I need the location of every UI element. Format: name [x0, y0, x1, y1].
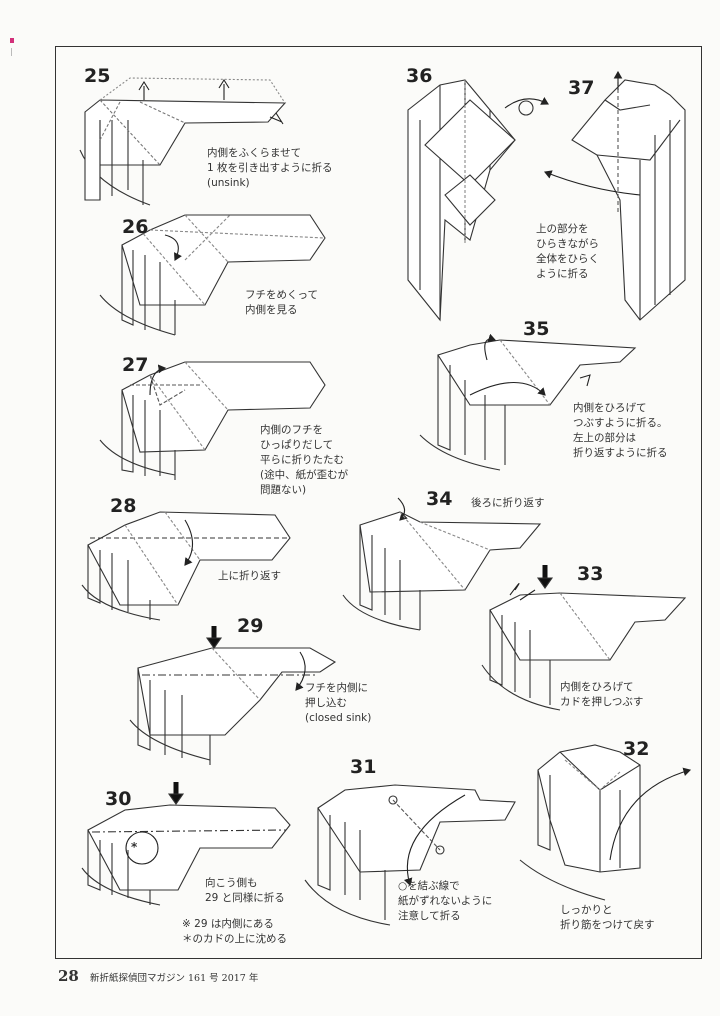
step-30-figure — [81, 782, 291, 906]
page-footer: 28 新折紙探偵団マガジン 161 号 2017 年 — [58, 966, 258, 985]
step-25-figure — [79, 77, 287, 206]
instruction-25: 内側をふくらませて 1 枚を引き出すように折る (unsink) — [207, 147, 333, 189]
instruction-37: 上の部分を ひらきながら 全体をひらく ように折る — [536, 223, 599, 280]
instruction-27: 内側のフチを ひっぱりだして 平らに折りたたむ (途中、紙が歪むが 問題ない) — [260, 424, 349, 496]
step-31-figure — [304, 784, 516, 926]
corner-tick — [11, 48, 12, 56]
step-number-26: 26 — [122, 216, 149, 238]
step-number-37: 37 — [568, 77, 595, 99]
instruction-31: ○を結ぶ線で 紙がずれないように 注意して折る — [398, 880, 493, 922]
step-28-figure — [81, 511, 291, 621]
instruction-33: 内側をひろげて カドを押しつぶす — [560, 681, 644, 708]
step-number-25: 25 — [84, 65, 111, 87]
step-32-figure — [519, 744, 692, 901]
instruction-29: フチを内側に 押し込む (closed sink) — [305, 682, 372, 724]
step-number-29: 29 — [237, 615, 264, 637]
instruction-35: 内側をひろげて つぶすように折る。 左上の部分は 折り返すように折る — [573, 402, 668, 459]
step-34-figure — [342, 497, 542, 631]
step-number-35: 35 — [523, 318, 550, 340]
step-29-figure — [129, 626, 337, 765]
instruction-30-footnote: ※ 29 は内側にある ＊のカドの上に沈める — [182, 918, 287, 945]
instruction-34: 後ろに折り返す — [471, 497, 545, 509]
diagram-frame — [55, 46, 702, 959]
instruction-26: フチをめくって 内側を見る — [245, 289, 318, 316]
step-number-30: 30 — [105, 788, 132, 810]
step-27-figure — [99, 361, 326, 480]
instruction-28: 上に折り返す — [218, 570, 281, 582]
instruction-30: 向こう側も 29 と同様に折る — [205, 877, 285, 904]
instruction-32: しっかりと 折り筋をつけて戻す — [560, 904, 655, 931]
step-number-32: 32 — [623, 738, 650, 760]
step-36-figure — [407, 79, 549, 322]
corner-mark — [10, 38, 14, 43]
asterisk-marker: * — [131, 840, 138, 854]
page-number: 28 — [58, 967, 79, 985]
step-33-figure — [481, 565, 687, 711]
step-number-28: 28 — [110, 495, 137, 517]
step-number-33: 33 — [577, 563, 604, 585]
step-number-27: 27 — [122, 354, 149, 376]
step-35-figure — [419, 333, 637, 471]
step-number-36: 36 — [406, 65, 433, 87]
magazine-name: 新折紙探偵団マガジン 161 号 2017 年 — [89, 973, 259, 984]
step-26-figure — [99, 214, 326, 336]
step-number-31: 31 — [350, 756, 377, 778]
step-37-figure — [543, 70, 686, 321]
step-number-34: 34 — [426, 488, 453, 510]
